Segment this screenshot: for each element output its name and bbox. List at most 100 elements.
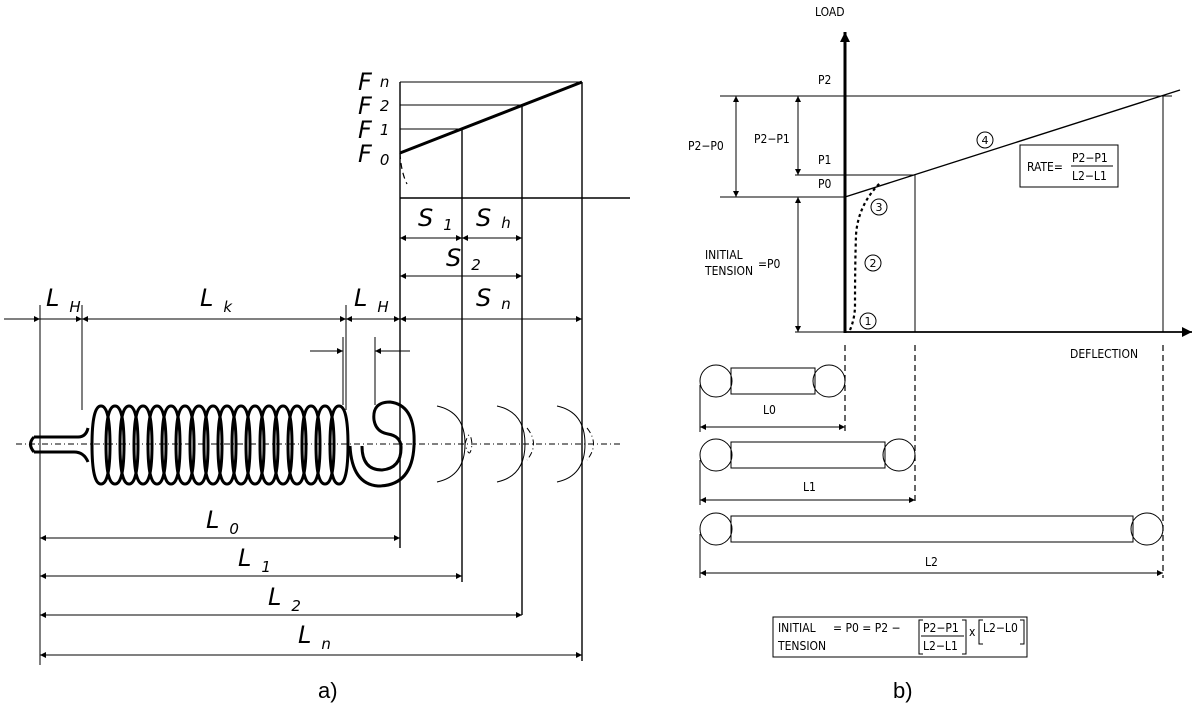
initial-tension-value: =P0 <box>758 257 781 271</box>
load-axis-label: LOAD <box>815 5 845 19</box>
rate-denominator: L2−L1 <box>1072 169 1107 183</box>
spring-coil <box>300 404 322 486</box>
formula-equation: = P0 = P2 − <box>833 621 901 635</box>
spring-l2: L2 <box>699 345 1164 578</box>
initial-label: INITIAL <box>705 248 743 262</box>
l0-right-hook <box>812 364 846 398</box>
end-tab-tip <box>29 435 36 453</box>
formula-tension: TENSION <box>777 639 826 653</box>
spring-coil <box>216 404 238 486</box>
formula-frac-num: P2−P1 <box>923 621 959 635</box>
phantom-hook-3 <box>556 405 586 483</box>
spring-coil <box>202 404 224 486</box>
p2-p1-label: P2−P1 <box>754 132 790 146</box>
spring-coil <box>328 404 350 486</box>
tension-label: TENSION <box>704 264 753 278</box>
formula-bracket-term: L2−L0 <box>983 621 1018 635</box>
l1-body <box>730 441 886 469</box>
formula-times: x <box>969 625 976 639</box>
l1-left-hook <box>699 438 733 472</box>
spring-l1: L1 <box>699 345 916 505</box>
region-2-label: 2 <box>870 257 877 270</box>
rate-numerator: P2−P1 <box>1072 151 1108 165</box>
l0-left-hook <box>699 364 733 398</box>
tension-spring <box>16 400 620 488</box>
spring-coil <box>258 404 280 486</box>
formula-fraction-brackets <box>918 619 967 655</box>
rate-box <box>1019 144 1119 188</box>
formula-frac-den: L2−L1 <box>923 639 958 653</box>
formula-initial: INITIAL <box>778 621 816 635</box>
l0-body <box>730 367 816 395</box>
spring-coil <box>90 404 112 486</box>
p2-tick: P2 <box>818 73 831 87</box>
phantom-hook-1-dash <box>464 434 473 454</box>
initial-curve-a <box>399 152 408 185</box>
l2-body <box>730 515 1134 543</box>
formula-box <box>772 616 1028 658</box>
spring-coil <box>272 404 294 486</box>
region-3-label: 3 <box>876 201 883 214</box>
p1-tick: P1 <box>818 153 831 167</box>
panel-a-caption: a) <box>318 678 338 703</box>
panel-b-caption: b) <box>893 678 913 703</box>
region-1-circle <box>859 312 877 330</box>
p2-p0-label: P2−P0 <box>688 139 724 153</box>
initial-tension-curve <box>848 182 881 331</box>
region-1-label: 1 <box>865 315 872 328</box>
spring-coil <box>314 404 336 486</box>
force-line <box>399 80 583 155</box>
phantom-hook-2 <box>496 405 526 483</box>
loop-hook <box>348 400 416 488</box>
phantom-hook-2-dash <box>526 427 534 461</box>
spring-coil <box>286 404 308 486</box>
phantom-hook-3-dash <box>586 427 594 461</box>
l1-right-hook <box>882 438 916 472</box>
deflection-axis-label: DEFLECTION <box>1070 347 1138 361</box>
phantom-hook-positions <box>436 405 594 483</box>
initial-tension-formula: INITIAL TENSION = P0 = P2 − P2−P1 L2−L1 … <box>772 616 1028 658</box>
region-4-label: 4 <box>982 134 989 147</box>
region-4-circle <box>976 131 994 149</box>
l2-right-hook <box>1130 512 1164 546</box>
rate-label: RATE= <box>1027 160 1063 174</box>
spring-coil <box>244 404 266 486</box>
spring-coil <box>160 404 182 486</box>
spring-coil <box>174 404 196 486</box>
straight-end-hook <box>34 427 90 463</box>
region-3-circle <box>870 198 888 216</box>
l2-left-hook <box>699 512 733 546</box>
rate-line <box>844 89 1181 198</box>
spring-coil <box>118 404 140 486</box>
spring-coil <box>132 404 154 486</box>
spring-l0: L0 <box>699 345 846 432</box>
spring-coil <box>230 404 252 486</box>
l1-length-label: L1 <box>803 480 816 494</box>
l0-length-label: L0 <box>763 403 776 417</box>
spring-coil <box>188 404 210 486</box>
spring-coil <box>146 404 168 486</box>
spring-coils <box>90 404 350 486</box>
region-2-circle <box>864 254 882 272</box>
p0-tick: P0 <box>818 177 832 191</box>
spring-coil <box>104 404 126 486</box>
panel-b-diagram: LOAD DEFLECTION P2 P1 P0 P2−P0 P2−P1 INI… <box>688 5 1192 703</box>
formula-l-brackets <box>978 619 1025 645</box>
